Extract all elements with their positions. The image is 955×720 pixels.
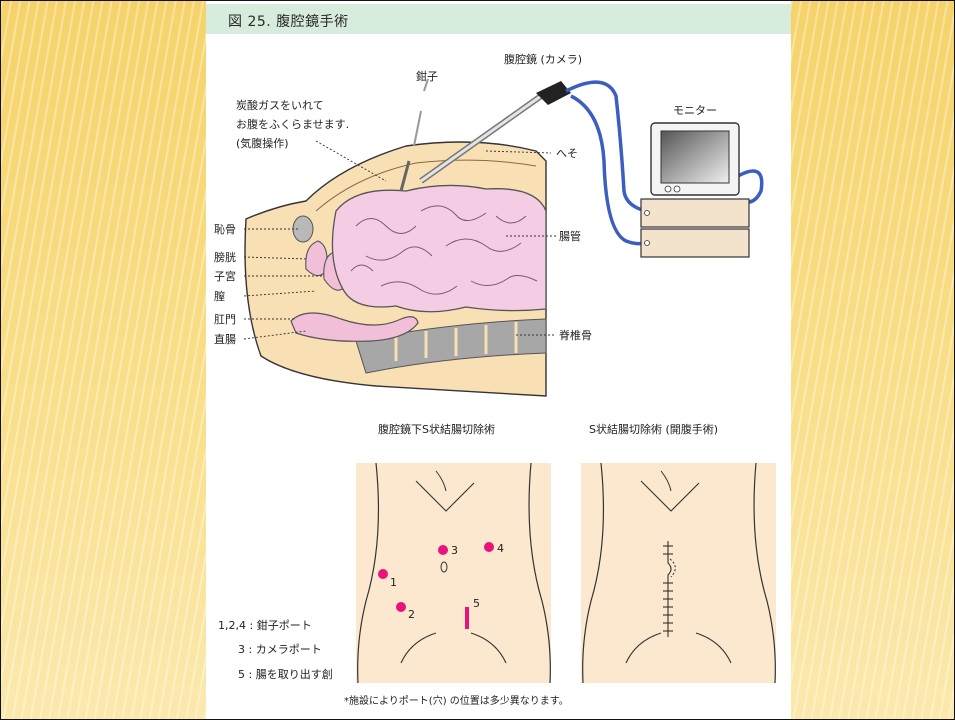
port-marker-3	[438, 545, 448, 555]
port-marker-2	[396, 602, 406, 612]
monitor	[641, 123, 749, 257]
camera-cable-2	[571, 96, 646, 244]
bladder-label: 膀胱	[214, 250, 236, 264]
figure-panel: 図 25. 腹腔鏡手術	[206, 1, 791, 719]
spine-label: 脊椎骨	[559, 328, 592, 342]
rectum-label: 直腸	[214, 332, 236, 346]
gas-label-line1: 炭酸ガスをいれて	[236, 98, 324, 112]
monitor-cable	[738, 171, 762, 202]
sagittal-abdomen-illustration: 腹腔鏡 (カメラ) 鉗子 炭酸ガスをいれて お腹をふくらませます. (気腹操作)…	[214, 52, 762, 396]
intestines	[332, 185, 546, 311]
gas-label-line2: お腹をふくらませます.	[236, 117, 349, 131]
forceps-label: 鉗子	[416, 69, 438, 83]
port-marker-4	[484, 542, 494, 552]
port-marker-1	[378, 569, 388, 579]
laparoscope-label: 腹腔鏡 (カメラ)	[504, 52, 582, 66]
gas-label-line3: (気腹操作)	[236, 136, 289, 150]
legend-line-2: 3 : カメラポート	[238, 643, 322, 656]
port-number-1: 1	[390, 576, 397, 589]
vagina-label: 膣	[214, 289, 225, 303]
intestine-label: 腸管	[559, 229, 581, 243]
pubic-bone-label: 恥骨	[214, 223, 236, 236]
uterus-label: 子宮	[214, 269, 236, 283]
open-surgery-torso-diagram: S状結腸切除術 (開腹手術)	[581, 422, 776, 683]
port-marker-5	[465, 607, 469, 629]
navel-label: へそ	[556, 147, 578, 160]
left-diagram-title: 腹腔鏡下S状結腸切除術	[378, 422, 495, 436]
port-number-4: 4	[497, 542, 504, 555]
port-number-5: 5	[473, 597, 480, 610]
monitor-label: モニター	[673, 104, 717, 117]
anus-label: 肛門	[214, 313, 236, 326]
decorative-right-band	[791, 1, 954, 719]
right-diagram-title: S状結腸切除術 (開腹手術)	[589, 422, 718, 436]
legend-line-3: 5 : 腸を取り出す創	[238, 667, 333, 681]
port-number-2: 2	[408, 608, 415, 621]
laparoscopic-torso-diagram: 腹腔鏡下S状結腸切除術 1 2 3 4 5	[356, 422, 551, 683]
port-number-3: 3	[451, 544, 458, 557]
footnote: *施設によりポート(穴) の位置は多少異なります。	[344, 694, 569, 707]
legend-line-1: 1,2,4 : 鉗子ポート	[218, 618, 312, 632]
decorative-left-band	[1, 1, 206, 719]
diagram-canvas: 腹腔鏡 (カメラ) 鉗子 炭酸ガスをいれて お腹をふくらませます. (気腹操作)…	[206, 1, 791, 719]
